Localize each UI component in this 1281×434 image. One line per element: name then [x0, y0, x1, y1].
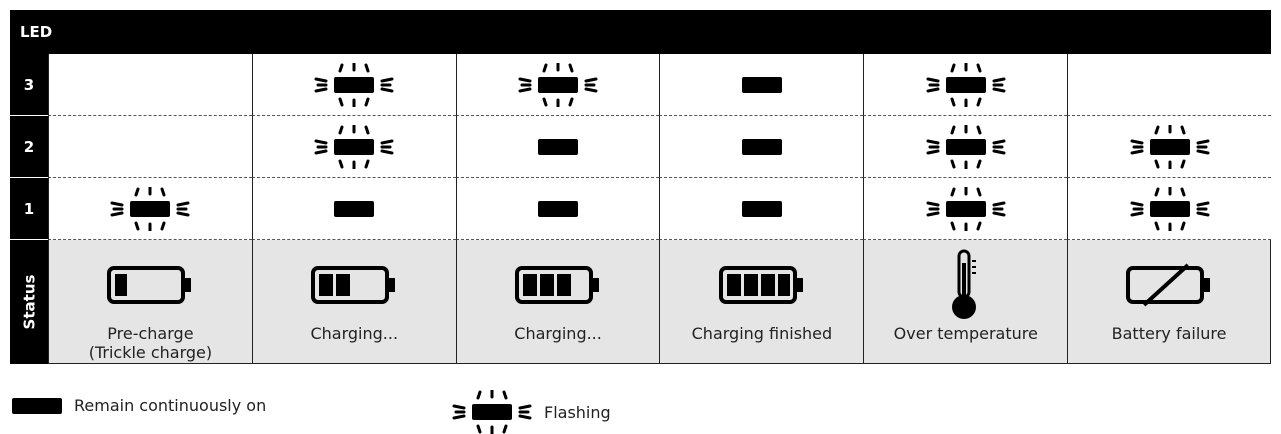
- led-on-icon: [10, 390, 64, 420]
- battery-3-bar-icon: [515, 240, 601, 324]
- status-text: Charging...: [514, 324, 602, 343]
- led-cell: [863, 116, 1068, 178]
- led-on-icon: [720, 63, 804, 107]
- status-line: Battery failure: [1111, 324, 1227, 343]
- led-flash-icon: [924, 124, 1008, 169]
- status-row-label: Status: [10, 240, 48, 364]
- led-flash-icon: [1128, 186, 1212, 231]
- led-cell: [659, 116, 864, 178]
- led-flash-icon: [924, 186, 1008, 231]
- led-level-label: 1: [10, 178, 48, 240]
- battery-1-bar-icon: [107, 240, 193, 324]
- led-on-icon: [516, 125, 600, 169]
- thermometer-icon: [946, 240, 986, 324]
- status-cell-finished: Charging finished: [659, 240, 864, 364]
- status-cell-failure: Battery failure: [1067, 240, 1271, 364]
- legend-on: Remain continuously on: [10, 390, 266, 420]
- led-cell: [455, 178, 660, 240]
- led-cell: [48, 116, 252, 178]
- led-cell: [48, 54, 252, 116]
- status-text: Charging finished: [692, 324, 833, 343]
- led-flash-icon: [312, 124, 396, 169]
- led-cell: [659, 54, 864, 116]
- led-cell: [863, 54, 1068, 116]
- status-cell-overtemp: Over temperature: [863, 240, 1068, 364]
- led-cell: [48, 178, 252, 240]
- led-on-icon: [720, 187, 804, 231]
- led-cell: [659, 178, 864, 240]
- led-cell: [1067, 54, 1271, 116]
- battery-full-icon: [718, 240, 805, 324]
- led-flash-icon: [924, 62, 1008, 107]
- led-cell: [455, 54, 660, 116]
- led-flash-icon: [108, 186, 192, 231]
- battery-2-bar-icon: [311, 240, 397, 324]
- legend: Remain continuously on Flashing: [10, 390, 1271, 434]
- status-text: Pre-charge(Trickle charge): [89, 324, 212, 362]
- table-header: LED: [10, 10, 1271, 54]
- led-flash-icon: [450, 390, 534, 434]
- status-text: Charging...: [310, 324, 398, 343]
- led-cell: [1067, 178, 1271, 240]
- led-flash-icon: [312, 62, 396, 107]
- led-status-table: LED 3 2 1 Status Pre-c: [10, 10, 1271, 364]
- led-level-label: 3: [10, 54, 48, 116]
- status-text: Over temperature: [894, 324, 1038, 343]
- led-on-icon: [516, 187, 600, 231]
- legend-flash-label: Flashing: [544, 402, 611, 422]
- status-cell-charging-3: Charging...: [455, 240, 660, 364]
- led-cell: [863, 178, 1068, 240]
- status-line: Pre-charge: [107, 324, 194, 343]
- led-cell: [455, 116, 660, 178]
- status-line: Charging finished: [691, 324, 833, 343]
- led-on-icon: [312, 187, 396, 231]
- status-text: Battery failure: [1112, 324, 1227, 343]
- status-line: Charging...: [310, 324, 399, 343]
- led-flash-icon: [1128, 124, 1212, 169]
- led-flash-icon: [516, 62, 600, 107]
- status-line: Over temperature: [893, 324, 1038, 343]
- led-cell: [251, 178, 456, 240]
- legend-on-label: Remain continuously on: [74, 395, 267, 415]
- led-cell: [1067, 116, 1271, 178]
- status-cell-charging-2: Charging...: [251, 240, 456, 364]
- status-line: (Trickle charge): [88, 343, 213, 362]
- battery-failure-icon: [1124, 240, 1214, 324]
- led-level-label: 2: [10, 116, 48, 178]
- status-line: Charging...: [514, 324, 602, 343]
- led-cell: [251, 116, 456, 178]
- status-cell-precharge: Pre-charge(Trickle charge): [48, 240, 252, 364]
- led-cell: [251, 54, 456, 116]
- led-grid: 3 2 1 Status Pre-charge(Trickle cha: [10, 54, 1271, 364]
- status-label-text: Status: [20, 274, 38, 330]
- legend-flash: Flashing: [450, 390, 611, 434]
- led-on-icon: [720, 125, 804, 169]
